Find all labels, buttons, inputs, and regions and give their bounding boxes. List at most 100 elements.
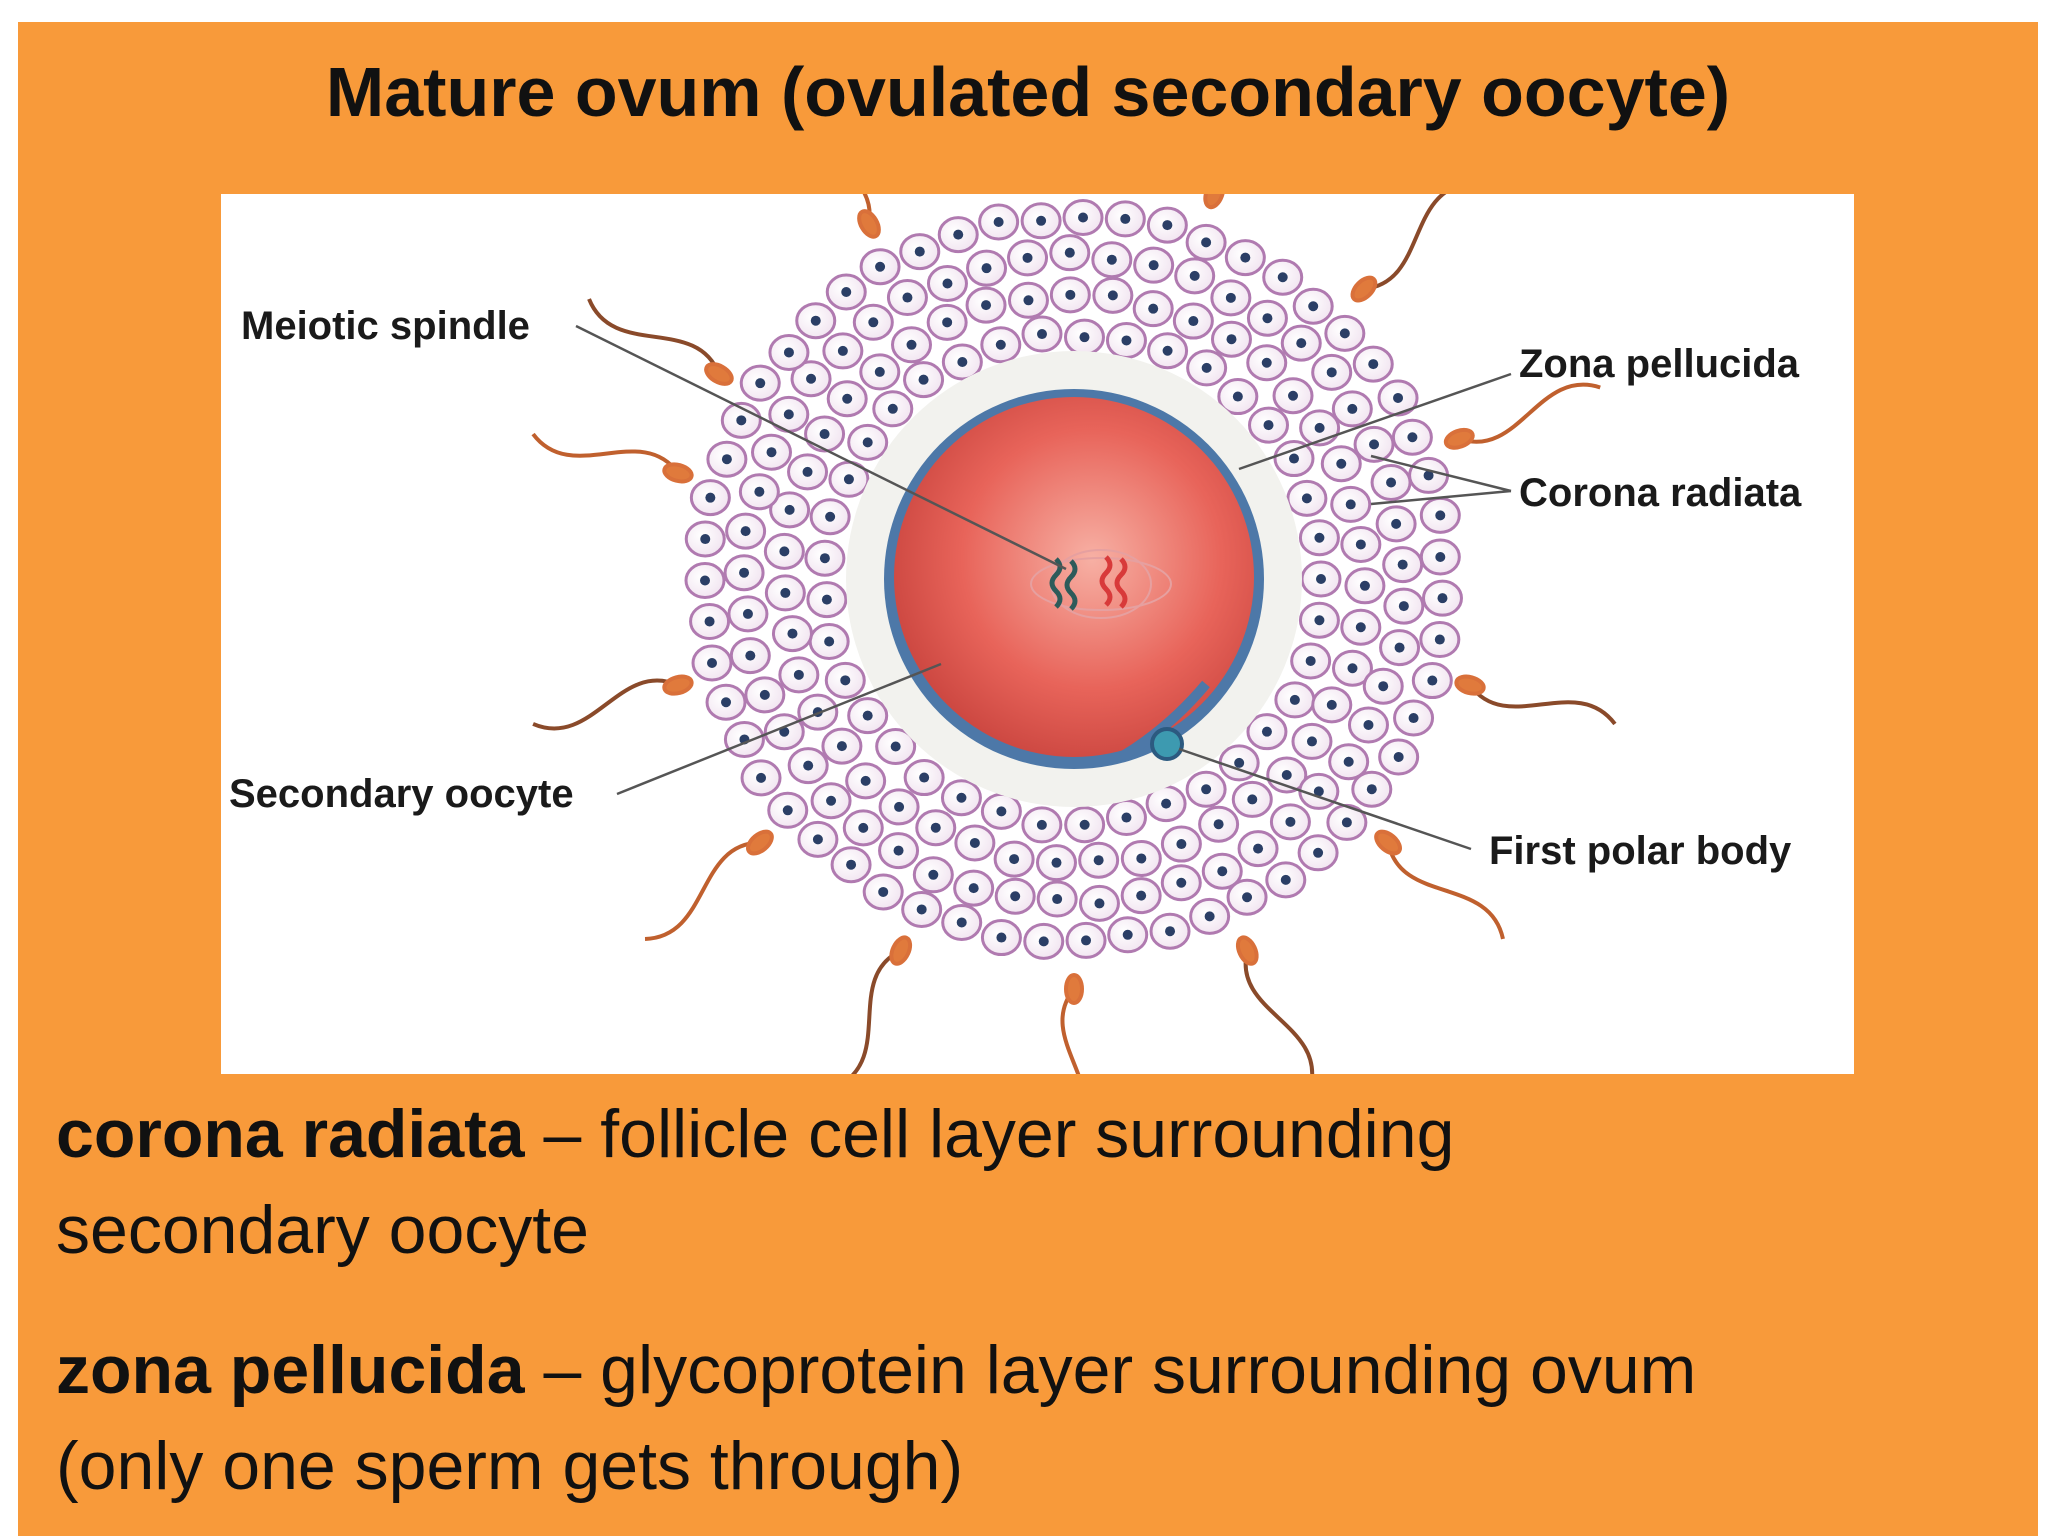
follicle-cell (1187, 225, 1225, 259)
sperm-cell (1234, 935, 1312, 1074)
follicle-cell (1051, 236, 1089, 270)
follicle-cell (1248, 715, 1286, 749)
follicle-cell (1393, 420, 1431, 454)
follicle-cell (1421, 540, 1459, 574)
follicle-cell (806, 541, 844, 575)
sperm-cell (1202, 194, 1266, 210)
follicle-cell (1212, 322, 1250, 356)
follicle-cell (967, 288, 1005, 322)
follicle-cell (1377, 507, 1415, 541)
follicle-cell (956, 826, 994, 860)
follicle-cell (861, 250, 899, 284)
sperm-cell (1454, 674, 1614, 724)
follicle-cell (1122, 879, 1160, 913)
follicle-cell (769, 793, 807, 827)
oocyte-diagram: Meiotic spindle Zona pellucida Corona ra… (221, 194, 1854, 1074)
follicle-cell (1413, 664, 1451, 698)
follicle-cell (1226, 241, 1264, 275)
follicle-cell (847, 764, 885, 798)
follicle-cell (982, 794, 1020, 828)
oocyte-illustration: Meiotic spindle Zona pellucida Corona ra… (221, 194, 1854, 1074)
follicle-cell (1107, 801, 1145, 835)
follicle-cell (1293, 724, 1331, 758)
follicle-cell (1188, 351, 1226, 385)
follicle-cell (888, 281, 926, 315)
follicle-cell (1364, 669, 1402, 703)
follicle-cell (746, 678, 784, 712)
follicle-cell (1023, 808, 1061, 842)
follicle-cell (1275, 442, 1313, 476)
follicle-cell (824, 334, 862, 368)
follicle-cell (729, 597, 767, 631)
follicle-cell (1239, 832, 1277, 866)
follicle-cell (1353, 772, 1391, 806)
follicle-cell (1274, 379, 1312, 413)
follicle-cell (725, 722, 763, 756)
sperm-cell (1348, 194, 1470, 305)
follicle-cell (905, 363, 943, 397)
follicle-cell (823, 729, 861, 763)
follicle-cell (1233, 782, 1271, 816)
follicle-cell (1384, 548, 1422, 582)
follicle-cell (1300, 603, 1338, 637)
follicle-cell (1080, 886, 1118, 920)
follicle-cell (708, 442, 746, 476)
follicle-cell (686, 563, 724, 597)
follicle-cell (1149, 334, 1187, 368)
follicle-cell (914, 858, 952, 892)
follicle-cell (905, 761, 943, 795)
follicle-cell (1248, 346, 1286, 380)
follicle-cell (1354, 347, 1392, 381)
sperm-cell (533, 674, 693, 729)
follicle-cell (753, 435, 791, 469)
follicle-cell (789, 749, 827, 783)
follicle-cell (1421, 498, 1459, 532)
follicle-cell (901, 235, 939, 269)
follicle-cell (1009, 241, 1047, 275)
follicle-cell (1067, 923, 1105, 957)
follicle-cell (844, 811, 882, 845)
follicle-cell (1228, 880, 1266, 914)
definition-text: – follicle cell layer surrounding (544, 1096, 1455, 1172)
follicle-cell (928, 305, 966, 339)
follicle-cell (939, 218, 977, 252)
follicle-cell (780, 658, 818, 692)
follicle-cell (742, 761, 780, 795)
follicle-cell (1410, 458, 1448, 492)
follicle-cell (765, 534, 803, 568)
follicle-cell (1135, 248, 1173, 282)
follicle-cell (1093, 243, 1131, 277)
follicle-cell (686, 522, 724, 556)
follicle-cell (1250, 408, 1288, 442)
follicle-cell (1134, 292, 1172, 326)
follicle-cell (741, 366, 779, 400)
follicle-cell (1313, 355, 1351, 389)
follicle-cell (1267, 863, 1305, 897)
follicle-cell (770, 335, 808, 369)
follicle-cell (849, 425, 887, 459)
follicle-cell (1282, 326, 1320, 360)
follicle-cell (1332, 487, 1370, 521)
follicle-cell (968, 251, 1006, 285)
follicle-cell (942, 781, 980, 815)
follicle-cell (1051, 278, 1089, 312)
follicle-cell (1349, 708, 1387, 742)
follicle-cell (1065, 320, 1103, 354)
follicle-cell (1395, 701, 1433, 735)
first-polar-body (1152, 729, 1182, 759)
definition-text-continued: secondary oocyte (56, 1192, 589, 1268)
follicle-cell (1037, 846, 1075, 880)
follicle-cell (773, 617, 811, 651)
follicle-cell (799, 822, 837, 856)
definition-term: corona radiata (56, 1096, 525, 1172)
label-secondary-oocyte: Secondary oocyte (229, 772, 574, 816)
follicle-cell (1292, 644, 1330, 678)
follicle-cell (928, 267, 966, 301)
follicle-cell (1299, 836, 1337, 870)
follicle-cell (864, 875, 902, 909)
follicle-cell (826, 663, 864, 697)
slide: Mature ovum (ovulated secondary oocyte) (18, 22, 2038, 1536)
follicle-cell (1294, 289, 1332, 323)
follicle-cell (691, 604, 729, 638)
follicle-cell (806, 417, 844, 451)
